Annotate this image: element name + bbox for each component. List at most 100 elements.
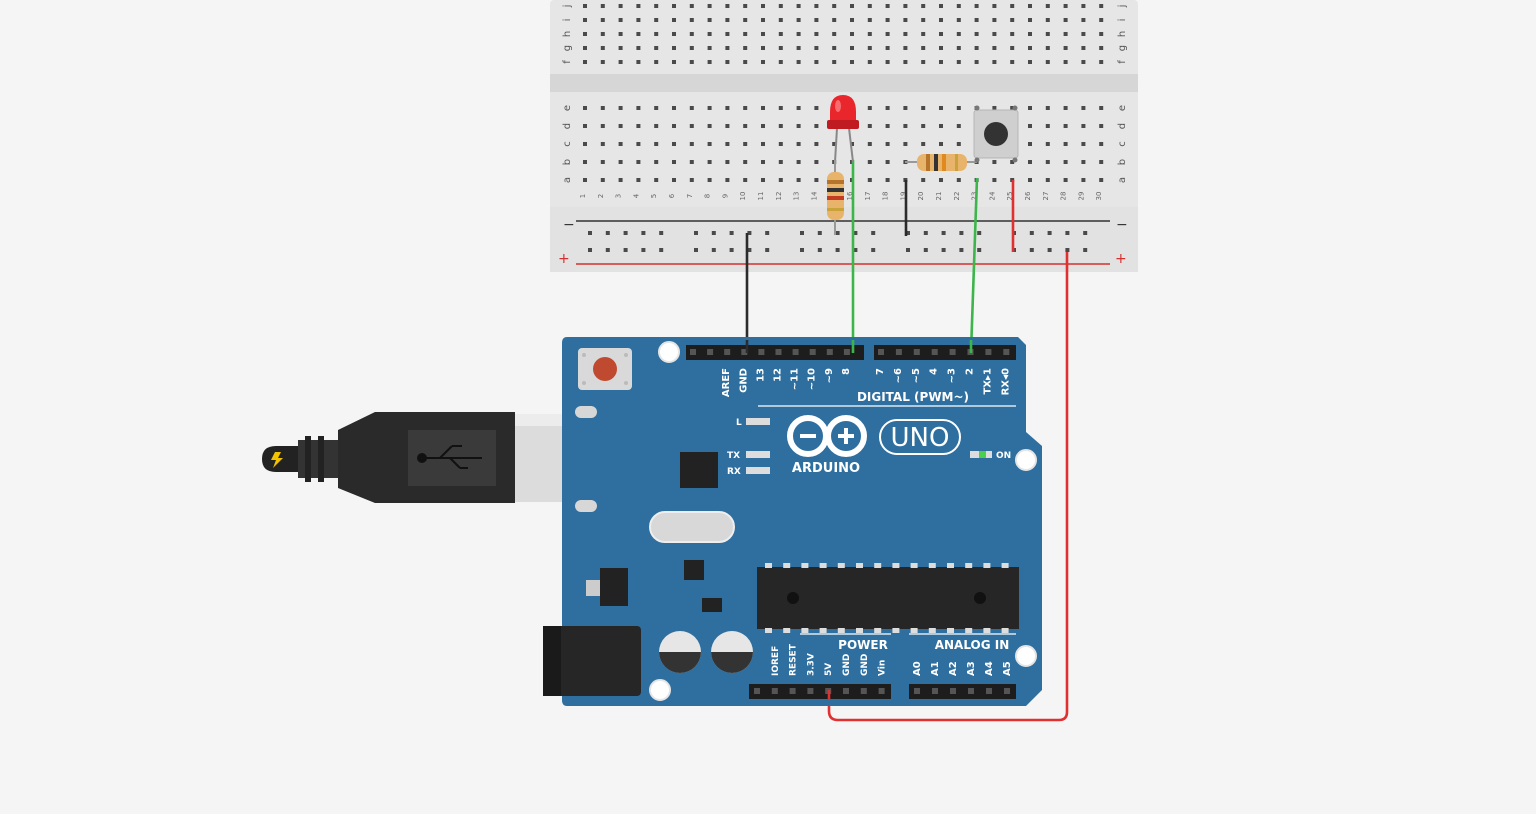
breadboard-hole[interactable] <box>618 18 623 22</box>
breadboard-hole[interactable] <box>1099 60 1104 64</box>
breadboard-hole[interactable] <box>974 4 979 8</box>
breadboard-hole[interactable] <box>618 106 623 110</box>
breadboard-hole[interactable] <box>654 178 659 182</box>
breadboard-hole[interactable] <box>778 106 783 110</box>
breadboard-hole[interactable] <box>956 46 961 50</box>
breadboard-hole[interactable] <box>832 32 837 36</box>
rail-hole[interactable] <box>588 248 592 252</box>
breadboard-hole[interactable] <box>974 18 979 22</box>
breadboard-hole[interactable] <box>921 4 926 8</box>
breadboard-hole[interactable] <box>743 142 748 146</box>
rail-hole[interactable] <box>694 248 698 252</box>
breadboard-hole[interactable] <box>672 106 676 110</box>
breadboard-hole[interactable] <box>974 46 979 50</box>
breadboard-hole[interactable] <box>654 160 659 164</box>
rail-hole[interactable] <box>711 231 716 235</box>
breadboard-hole[interactable] <box>1063 142 1068 146</box>
breadboard-hole[interactable] <box>761 4 765 8</box>
breadboard-hole[interactable] <box>1028 32 1032 36</box>
rail-hole[interactable] <box>853 248 858 252</box>
breadboard-hole[interactable] <box>1099 32 1104 36</box>
breadboard-hole[interactable] <box>672 160 676 164</box>
breadboard-hole[interactable] <box>636 46 641 50</box>
breadboard-hole[interactable] <box>1081 142 1086 146</box>
breadboard-hole[interactable] <box>743 178 748 182</box>
breadboard-hole[interactable] <box>672 124 676 128</box>
header-pin[interactable] <box>771 688 778 694</box>
rail-hole[interactable] <box>871 231 876 235</box>
breadboard-hole[interactable] <box>1028 124 1032 128</box>
breadboard-hole[interactable] <box>1063 178 1068 182</box>
breadboard-hole[interactable] <box>850 60 854 64</box>
breadboard-hole[interactable] <box>1045 18 1050 22</box>
breadboard-hole[interactable] <box>850 142 854 146</box>
rail-hole[interactable] <box>817 231 822 235</box>
breadboard-hole[interactable] <box>583 32 587 36</box>
breadboard-hole[interactable] <box>796 4 801 8</box>
breadboard-hole[interactable] <box>761 18 765 22</box>
breadboard-hole[interactable] <box>992 18 997 22</box>
breadboard-hole[interactable] <box>921 46 926 50</box>
breadboard-hole[interactable] <box>1063 46 1068 50</box>
rail-hole[interactable] <box>659 248 664 252</box>
resistor-vertical[interactable] <box>827 160 844 235</box>
breadboard-hole[interactable] <box>974 60 979 64</box>
breadboard-hole[interactable] <box>600 160 605 164</box>
breadboard-hole[interactable] <box>1028 18 1032 22</box>
rail-hole[interactable] <box>835 248 840 252</box>
rail-hole[interactable] <box>605 248 610 252</box>
breadboard-hole[interactable] <box>725 4 730 8</box>
breadboard-hole[interactable] <box>992 106 997 110</box>
breadboard-hole[interactable] <box>778 32 783 36</box>
breadboard-hole[interactable] <box>796 160 801 164</box>
header-pin[interactable] <box>758 349 765 355</box>
breadboard-hole[interactable] <box>600 18 605 22</box>
breadboard-hole[interactable] <box>707 60 712 64</box>
breadboard-hole[interactable] <box>903 4 908 8</box>
breadboard-hole[interactable] <box>867 124 872 128</box>
breadboard-hole[interactable] <box>654 4 659 8</box>
header-pin[interactable] <box>754 688 760 694</box>
rail-hole[interactable] <box>729 248 734 252</box>
breadboard-hole[interactable] <box>814 60 819 64</box>
breadboard-hole[interactable] <box>654 46 659 50</box>
breadboard-hole[interactable] <box>885 18 890 22</box>
breadboard-hole[interactable] <box>707 4 712 8</box>
breadboard-hole[interactable] <box>600 106 605 110</box>
breadboard-hole[interactable] <box>1099 142 1104 146</box>
header-pin[interactable] <box>707 349 714 355</box>
breadboard-hole[interactable] <box>903 142 908 146</box>
breadboard-hole[interactable] <box>956 18 961 22</box>
breadboard-hole[interactable] <box>1010 60 1015 64</box>
breadboard-hole[interactable] <box>1063 124 1068 128</box>
breadboard-hole[interactable] <box>618 46 623 50</box>
rail-hole[interactable] <box>1065 231 1070 235</box>
breadboard-hole[interactable] <box>761 178 765 182</box>
breadboard-hole[interactable] <box>867 160 872 164</box>
breadboard-hole[interactable] <box>672 46 676 50</box>
breadboard-hole[interactable] <box>832 4 837 8</box>
breadboard-hole[interactable] <box>583 160 587 164</box>
breadboard-hole[interactable] <box>867 46 872 50</box>
rail-hole[interactable] <box>659 231 664 235</box>
header-pin[interactable] <box>949 349 956 355</box>
breadboard-hole[interactable] <box>600 32 605 36</box>
breadboard-hole[interactable] <box>636 124 641 128</box>
rail-hole[interactable] <box>729 231 734 235</box>
breadboard-hole[interactable] <box>867 18 872 22</box>
header-pin[interactable] <box>792 349 799 355</box>
breadboard-hole[interactable] <box>761 124 765 128</box>
breadboard-hole[interactable] <box>636 160 641 164</box>
breadboard-hole[interactable] <box>921 60 926 64</box>
breadboard-hole[interactable] <box>600 60 605 64</box>
breadboard-hole[interactable] <box>1028 178 1032 182</box>
breadboard-hole[interactable] <box>850 4 854 8</box>
breadboard-hole[interactable] <box>672 32 676 36</box>
breadboard-hole[interactable] <box>921 178 926 182</box>
breadboard-hole[interactable] <box>707 18 712 22</box>
breadboard-hole[interactable] <box>796 142 801 146</box>
rail-hole[interactable] <box>923 231 928 235</box>
push-button[interactable] <box>973 105 1019 163</box>
rail-hole[interactable] <box>941 231 946 235</box>
